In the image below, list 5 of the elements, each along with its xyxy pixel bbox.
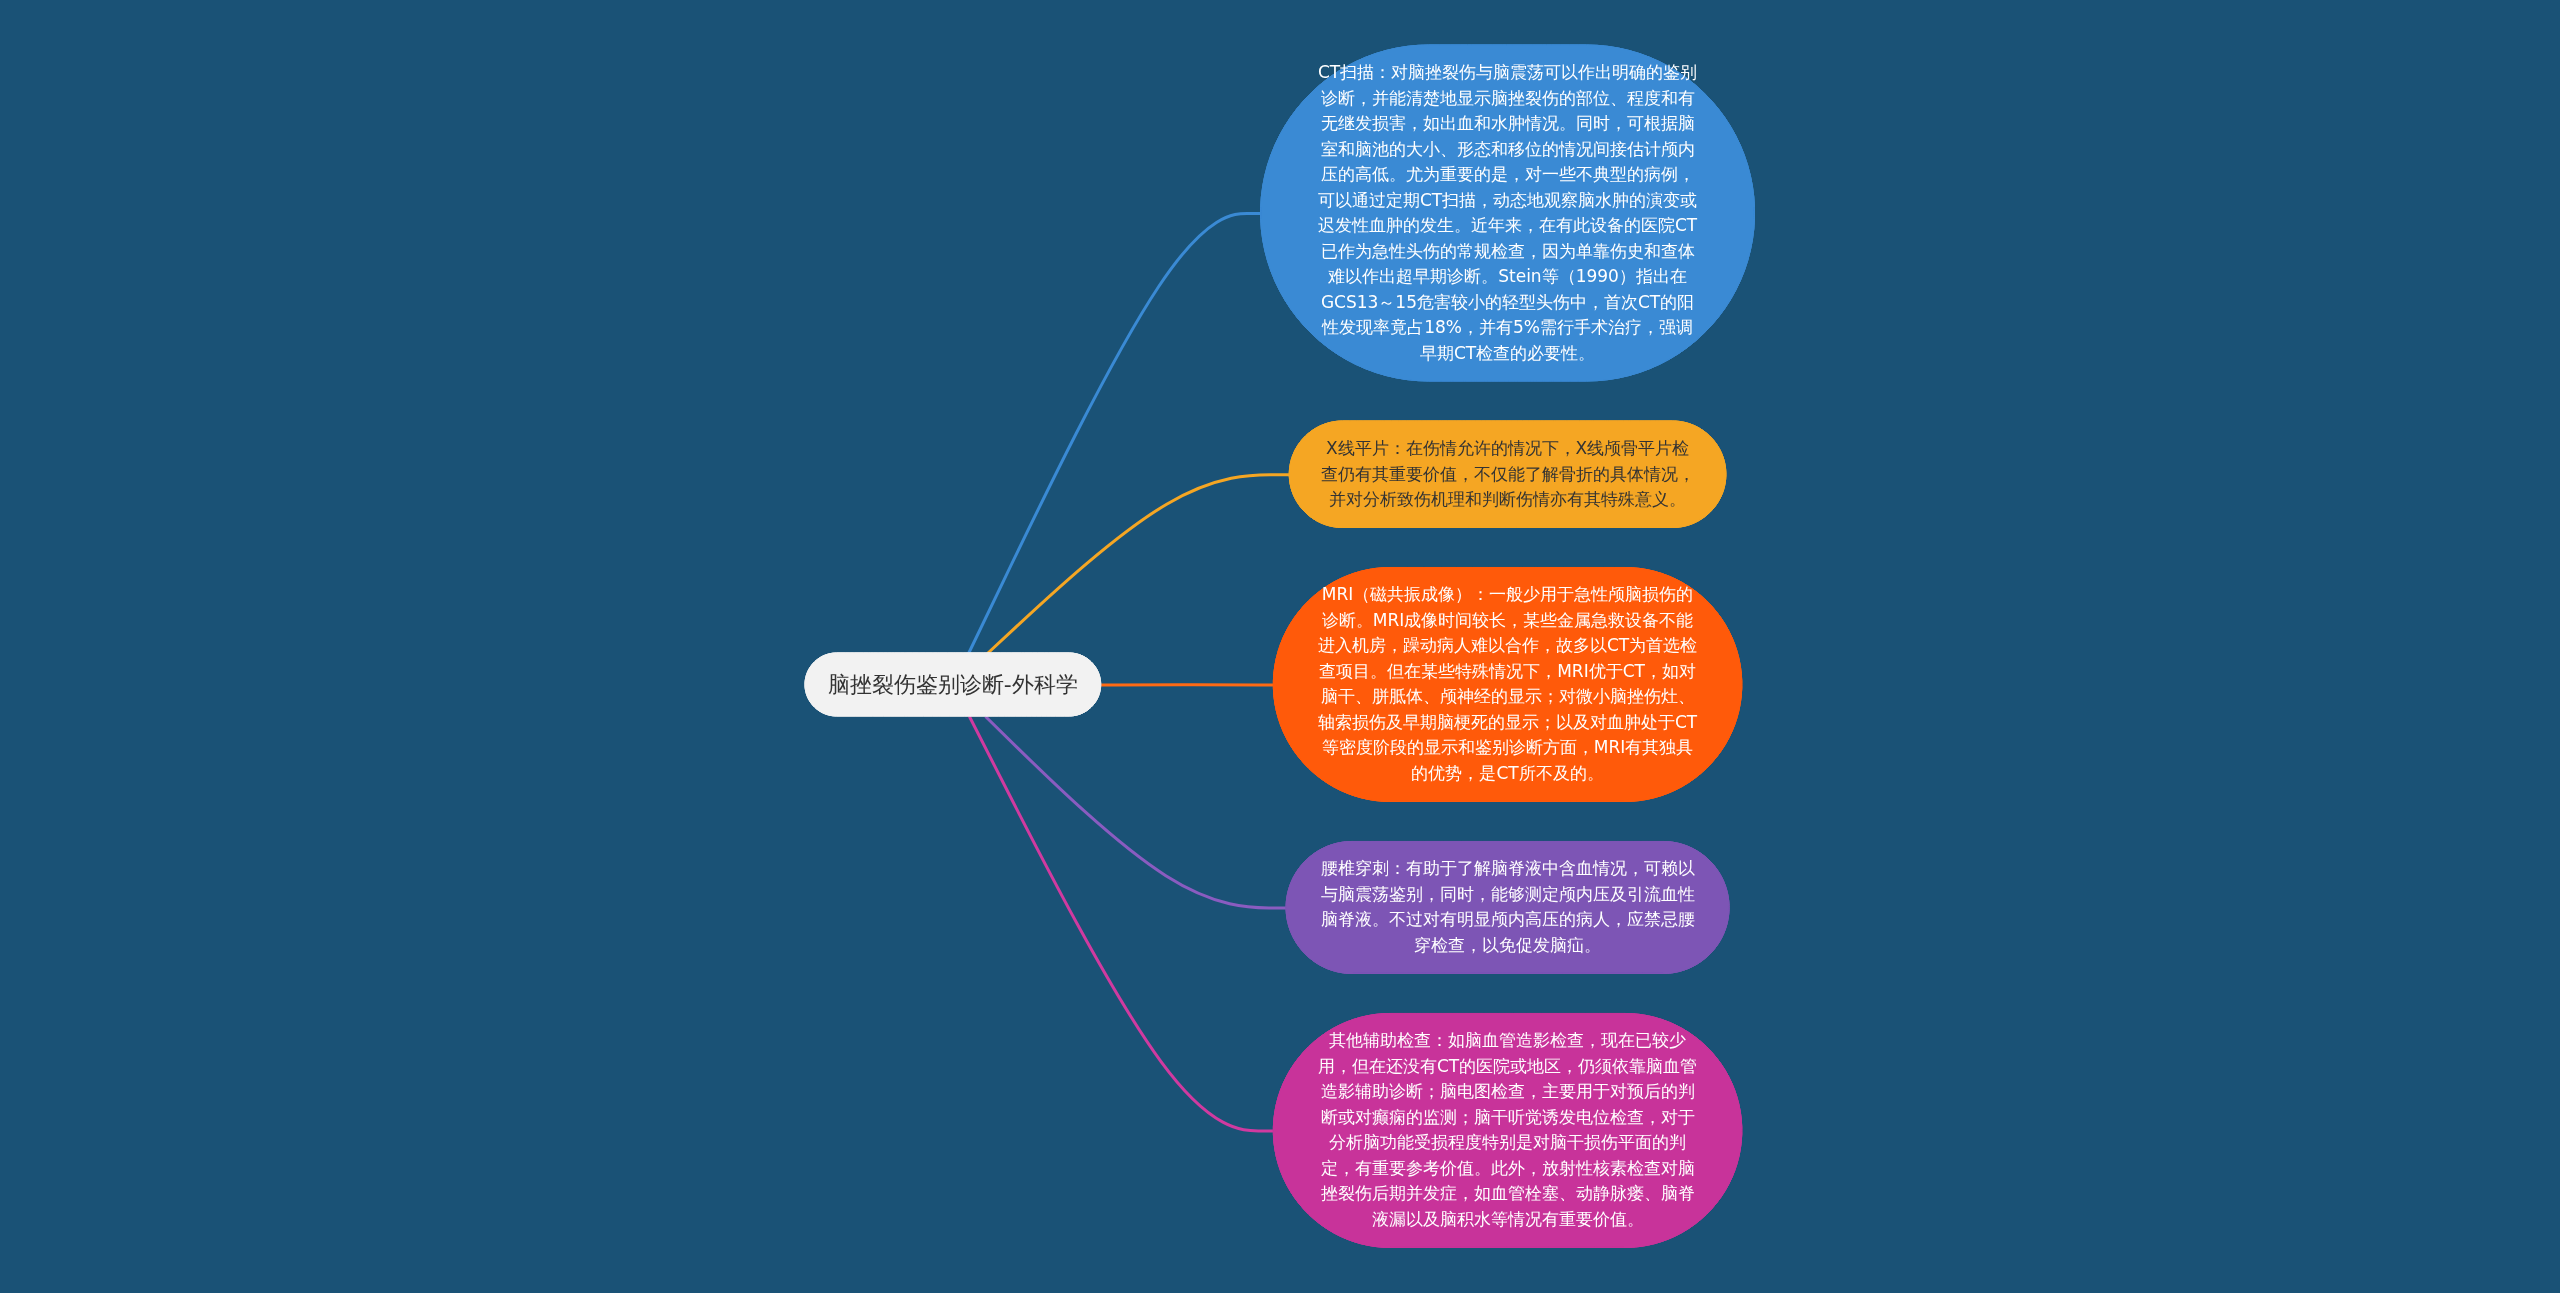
connector <box>968 716 1275 1133</box>
connector <box>986 473 1291 655</box>
connector <box>1101 683 1275 687</box>
connector <box>984 715 1287 910</box>
connector <box>967 212 1262 655</box>
